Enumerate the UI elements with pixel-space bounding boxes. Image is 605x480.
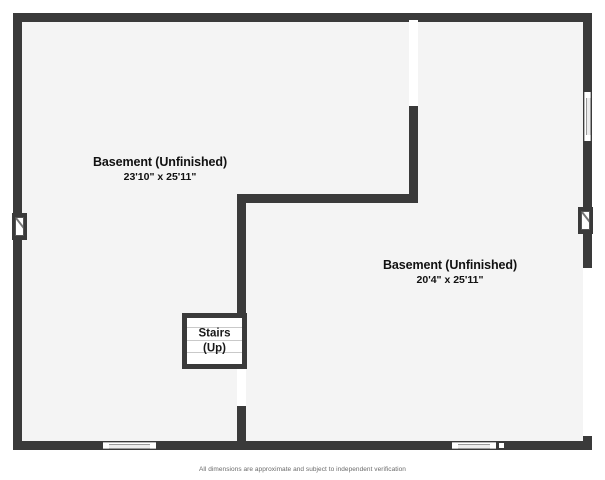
stairs-direction-label: (Up): [203, 342, 226, 354]
room-name: Basement (Unfinished): [92, 155, 228, 169]
stair-tread-line: [187, 352, 242, 353]
window-right-upper: [584, 92, 591, 141]
egress-window-left: [12, 213, 27, 240]
floor-fill-upper-right: [243, 18, 418, 202]
stairs-label: Stairs: [198, 327, 231, 340]
room-dimensions: 20'4" x 25'11": [416, 274, 484, 286]
interior-wall-upper-vertical: [409, 105, 418, 202]
floor-fill-left-room: [18, 18, 243, 445]
room-dimensions: 23'10" x 25'11": [123, 171, 197, 183]
stair-tread-line: [187, 340, 242, 341]
room-name: Basement (Unfinished): [382, 258, 518, 272]
egress-window-right: [578, 207, 593, 234]
opening-east-wall-lower: [583, 268, 592, 436]
exterior-wall-south: [13, 441, 592, 450]
exterior-wall-north: [13, 13, 592, 22]
room-label-basement-right: Basement (Unfinished) 20'4" x 25'11": [325, 258, 575, 286]
stair-tread-line: [187, 327, 242, 328]
disclaimer-text: All dimensions are approximate and subje…: [199, 466, 406, 473]
stairs[interactable]: Stairs (Up): [182, 313, 247, 369]
floor-fill-north-east: [411, 18, 587, 202]
interior-wall-horizontal: [237, 194, 418, 203]
window-bottom-right: [452, 442, 496, 449]
egress-window-right-pane: [581, 211, 590, 230]
opening-interior-vertical-south: [237, 369, 246, 406]
window-bottom-left: [103, 442, 156, 449]
room-label-basement-left: Basement (Unfinished) 23'10" x 25'11": [35, 155, 285, 183]
opening-interior-vertical-north: [409, 20, 418, 106]
floor-fill-right-room: [243, 197, 587, 445]
egress-window-left-pane: [15, 217, 24, 236]
